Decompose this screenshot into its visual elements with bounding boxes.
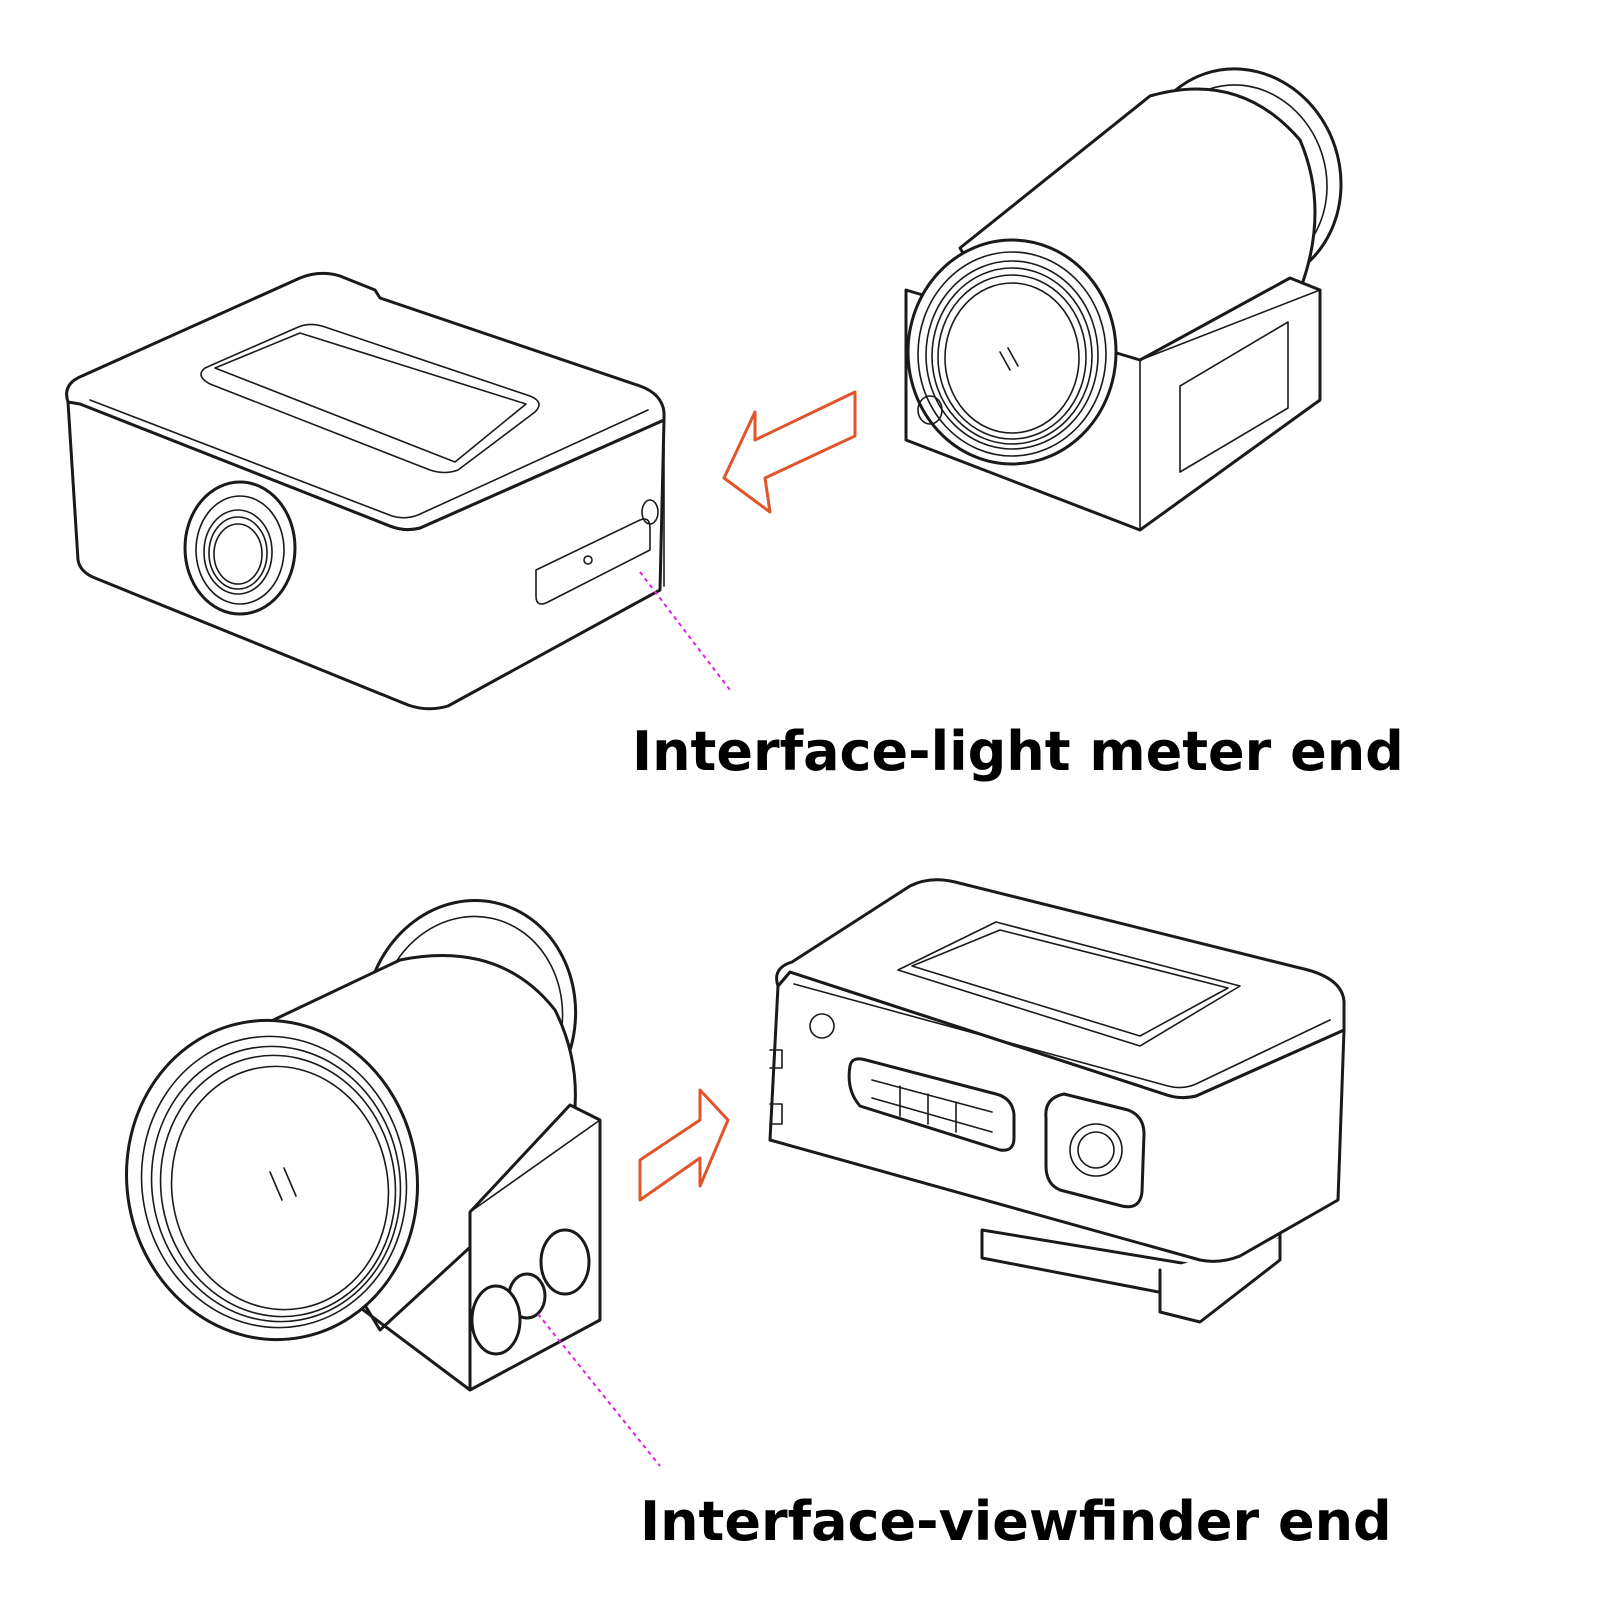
label-viewfinder-end: Interface-viewfinder end xyxy=(640,1490,1392,1553)
viewfinder-bottom xyxy=(125,899,602,1392)
light-meter-body-bottom xyxy=(768,878,1346,1324)
label-light-meter-end: Interface-light meter end xyxy=(632,720,1404,783)
leader-line-bottom xyxy=(537,1313,661,1467)
arrow-left-icon xyxy=(722,390,857,514)
viewfinder-top xyxy=(904,67,1343,532)
arrow-right-icon xyxy=(638,1088,730,1202)
light-meter-body-top xyxy=(65,271,666,711)
leader-line-top xyxy=(639,571,731,691)
